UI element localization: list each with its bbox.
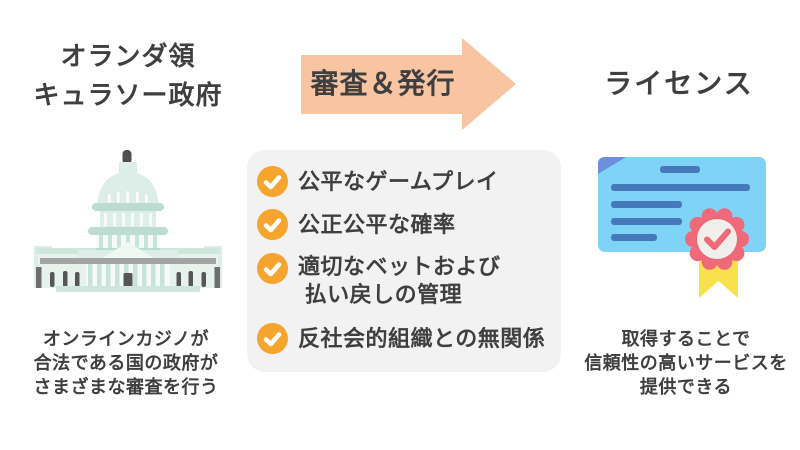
capitol-building-icon — [34, 150, 222, 292]
right-title: ライセンス — [604, 68, 754, 99]
right-arrow-icon — [301, 38, 516, 130]
pediment — [102, 242, 154, 258]
checklist-panel: 公平なゲームプレイ 公正公平な確率 適切なベットおよび 払い戻しの管理 反社会的… — [247, 150, 561, 372]
checklist-item-label: 適切なベットおよび 払い戻しの管理 — [298, 254, 501, 307]
checklist-item-label: 公正公平な確率 — [298, 211, 456, 237]
seal-badge-icon — [685, 208, 749, 270]
check-circle-icon — [257, 253, 288, 284]
left-title: オランダ領 キュラソー政府 — [33, 41, 223, 110]
checklist-item: 公正公平な確率 — [257, 209, 456, 240]
checklist-item: 適切なベットおよび 払い戻しの管理 — [257, 253, 501, 309]
checklist-item-label: 公平なゲームプレイ — [298, 168, 499, 194]
review-issue-arrow: 審査＆発行 — [300, 36, 518, 132]
checklist-item: 反社会的組織との無関係 — [257, 323, 545, 354]
license-certificate-illustration — [588, 148, 774, 303]
checklist-item-label: 反社会的組織との無関係 — [298, 325, 546, 351]
license-certificate-icon — [598, 157, 766, 298]
folded-corner — [598, 157, 626, 174]
doorway — [123, 273, 133, 288]
left-caption: オンラインカジノが 合法である国の政府が さまざまな審査を行う — [33, 329, 219, 397]
wing-windows — [50, 271, 206, 287]
dome — [97, 172, 159, 210]
check-circle-icon — [257, 166, 288, 197]
check-circle-icon — [257, 323, 288, 354]
check-circle-icon — [257, 209, 288, 240]
checklist-item: 公平なゲームプレイ — [257, 166, 499, 197]
government-building-illustration — [30, 147, 226, 292]
right-caption: 取得することで 信頼性の高いサービスを 提供できる — [584, 329, 788, 397]
certificate-text-lines — [611, 166, 750, 241]
arrow-label: 審査＆発行 — [310, 68, 456, 99]
dome-finial — [122, 150, 132, 164]
